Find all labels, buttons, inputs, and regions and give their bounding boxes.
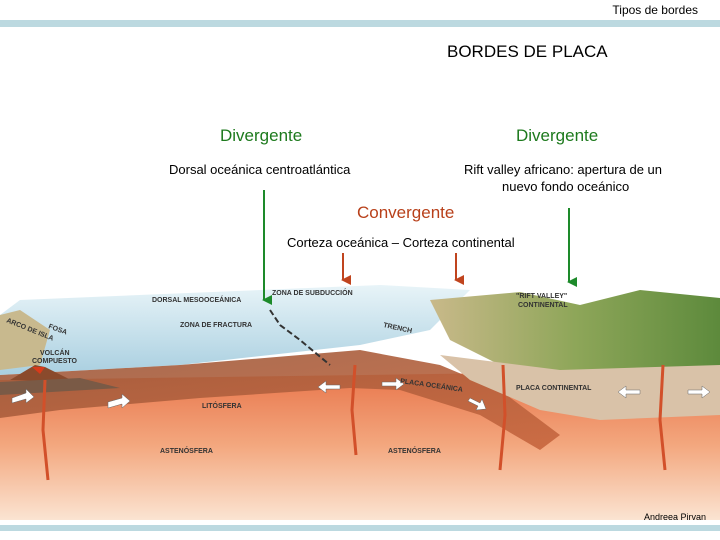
center-caption: Corteza oceánica – Corteza continental [287,235,515,250]
left-heading: Divergente [220,126,303,145]
label-rift-line2: CONTINENTAL [518,302,568,309]
right-caption-line1: Rift valley africano: apertura de un [464,162,662,177]
motion-arrow-3 [317,380,341,394]
magma-riser-left [41,379,50,481]
motion-arrow-6 [617,385,641,399]
motion-arrow-1 [11,388,35,404]
motion-arrow-7 [687,385,711,399]
center-heading: Convergente [357,203,455,222]
left-crust [0,378,120,395]
label-astenosfera-left: ASTENÓSFERA [160,446,213,455]
label-dorsal: DORSAL MESOOCEÁNICA [152,295,241,304]
volcano-lava [32,367,45,374]
continental-crust [440,355,720,420]
label-rift-line1: "RIFT VALLEY" [516,293,567,300]
motion-arrow-2 [107,393,131,409]
magma-riser-center [350,364,358,456]
oceanic-lithosphere [0,350,560,450]
plate-boundaries-diagram: DORSAL MESOOCEÁNICA ZONA DE SUBDUCCIÓN "… [0,285,720,520]
magma-riser-rift [658,364,667,471]
motion-arrow-5 [467,397,487,411]
ocean-water [0,285,470,375]
left-caption: Dorsal oceánica centroatlántica [169,162,351,177]
continent-land [430,290,720,380]
right-caption-line2: nuevo fondo oceánico [502,179,630,194]
label-volcan: VOLCÁN [40,348,70,357]
author-credit: Andreea Pirvan [644,512,707,522]
top-bar [0,20,720,27]
label-placa-continental: PLACA CONTINENTAL [516,385,592,392]
magma-riser-right [498,364,507,471]
bottom-bar [0,525,720,531]
label-compuesto: COMPUESTO [32,358,78,365]
label-subduccion: ZONA DE SUBDUCCIÓN [272,288,353,297]
slide-title: BORDES DE PLACA [447,42,608,61]
fracture-line [269,309,331,366]
composite-volcano [10,365,75,382]
label-astenosfera-right: ASTENÓSFERA [388,446,441,455]
section-label: Tipos de bordes [612,3,698,17]
label-litosfera: LITÓSFERA [202,401,242,410]
volcanic-arc [0,310,50,370]
motion-arrow-4 [381,377,405,391]
label-fractura: ZONA DE FRACTURA [180,322,252,329]
right-heading: Divergente [516,126,599,145]
